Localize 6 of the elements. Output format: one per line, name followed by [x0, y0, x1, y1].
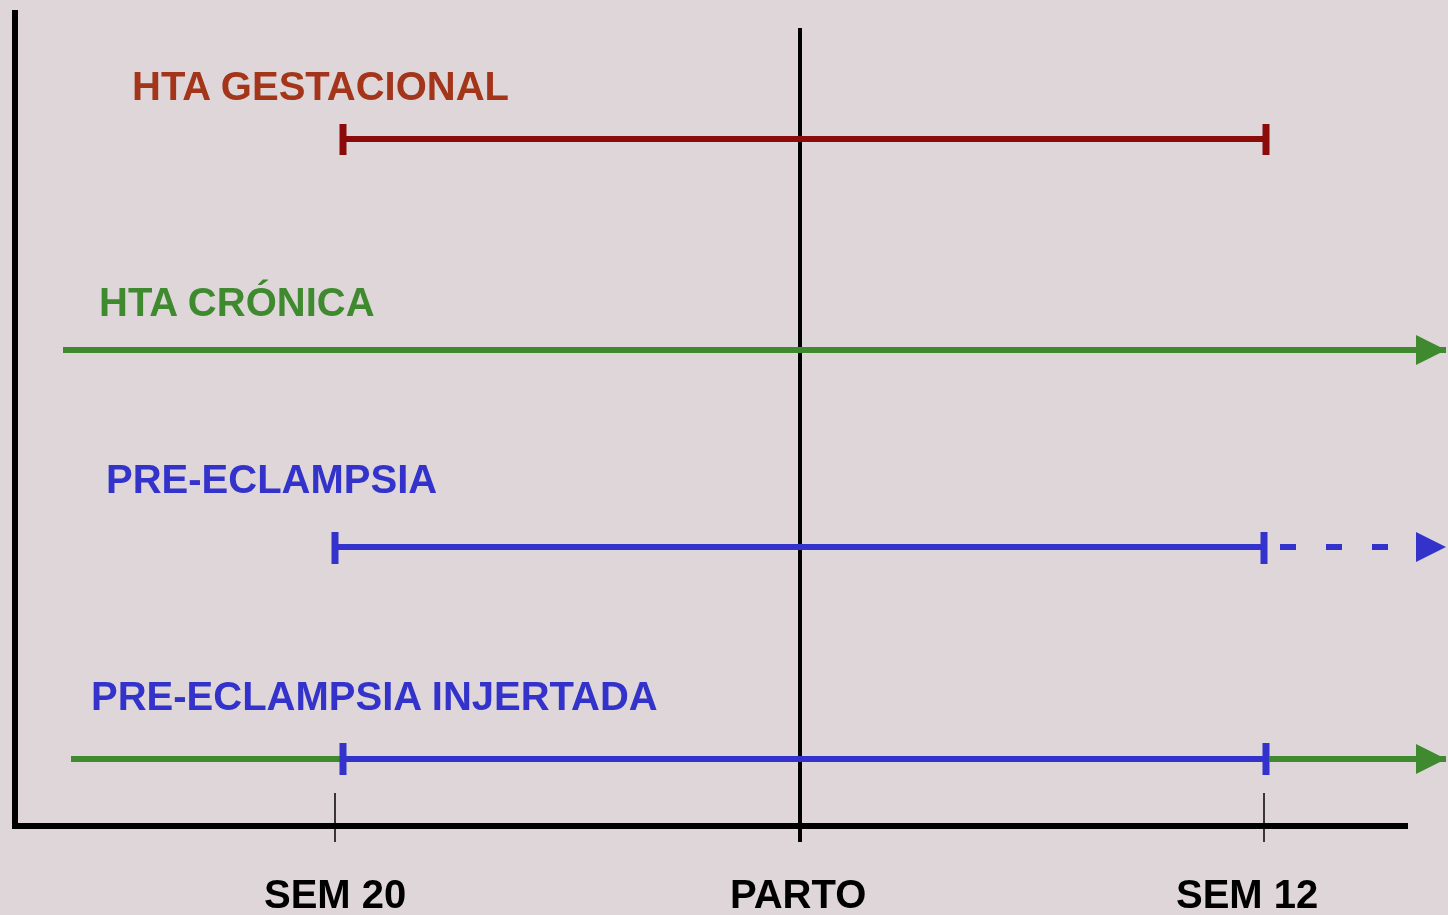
row-label: PRE-ECLAMPSIA INJERTADA — [91, 676, 658, 716]
axis-label: PARTO — [730, 874, 867, 914]
axis-label: SEM 20 — [264, 874, 407, 914]
row-label: PRE-ECLAMPSIA — [106, 459, 438, 499]
row-label: HTA GESTACIONAL — [132, 66, 509, 106]
axis-label: SEM 12 — [1176, 874, 1319, 914]
